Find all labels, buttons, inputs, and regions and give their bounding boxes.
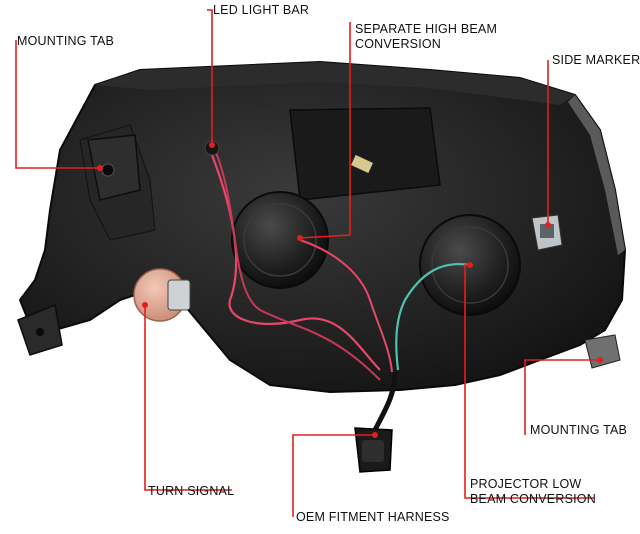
projector-dome-ring — [431, 226, 509, 304]
wire-red-3 — [299, 239, 393, 373]
high-beam-dome — [231, 191, 329, 289]
dot-projector-low — [467, 262, 473, 268]
label-projector-low-beam-line1: PROJECTOR LOW — [470, 477, 582, 491]
label-projector-low-beam-line2: BEAM CONVERSION — [470, 492, 596, 506]
high-beam-dome-ring — [243, 203, 317, 277]
label-side-marker: SIDE MARKER — [552, 53, 640, 67]
dot-mounting-tab-right — [597, 357, 603, 363]
label-separate-high-beam-line1: SEPARATE HIGH BEAM — [355, 22, 498, 36]
callout-mounting-tab-right — [524, 359, 600, 435]
harness-connector-face — [362, 440, 384, 462]
wire-teal — [395, 262, 471, 371]
label-oem-fitment-harness: OEM FITMENT HARNESS — [296, 510, 450, 524]
callout-high-beam — [299, 22, 351, 239]
dot-high-beam — [297, 235, 303, 241]
label-mounting-tab-right: MOUNTING TAB — [530, 423, 628, 437]
label-led-light-bar: LED LIGHT BAR — [213, 3, 310, 17]
foot-tab-hole — [36, 328, 44, 336]
label-separate-high-beam-line2: CONVERSION — [355, 37, 442, 51]
label-projector-low-beam: PROJECTOR LOW BEAM CONVERSION — [470, 477, 596, 507]
callout-endpoints — [97, 142, 603, 438]
wire-black — [372, 371, 398, 432]
callout-turn-signal — [144, 305, 232, 491]
callout-led-light-bar — [207, 9, 213, 145]
dot-oem-harness — [372, 432, 378, 438]
dot-led-light-bar — [209, 142, 215, 148]
label-turn-signal: TURN SIGNAL — [148, 484, 235, 498]
wire-red-2 — [214, 149, 381, 381]
turn-signal-plug — [167, 279, 191, 311]
dot-side-marker — [545, 222, 551, 228]
dot-mounting-tab-left — [97, 165, 103, 171]
housing-top-ridge — [95, 62, 575, 105]
label-separate-high-beam: SEPARATE HIGH BEAM CONVERSION — [355, 22, 497, 52]
callout-oem-harness — [292, 434, 375, 517]
right-mounting-bracket — [584, 334, 621, 369]
high-beam-connector — [349, 153, 375, 175]
left-mounting-hole — [101, 163, 115, 177]
callout-mounting-tab-left — [15, 40, 100, 169]
label-mounting-tab-left: MOUNTING TAB — [17, 34, 115, 48]
side-marker-plug — [540, 224, 554, 238]
housing-center-box — [289, 107, 441, 201]
housing-lens-edge — [568, 95, 625, 255]
dot-turn-signal — [142, 302, 148, 308]
